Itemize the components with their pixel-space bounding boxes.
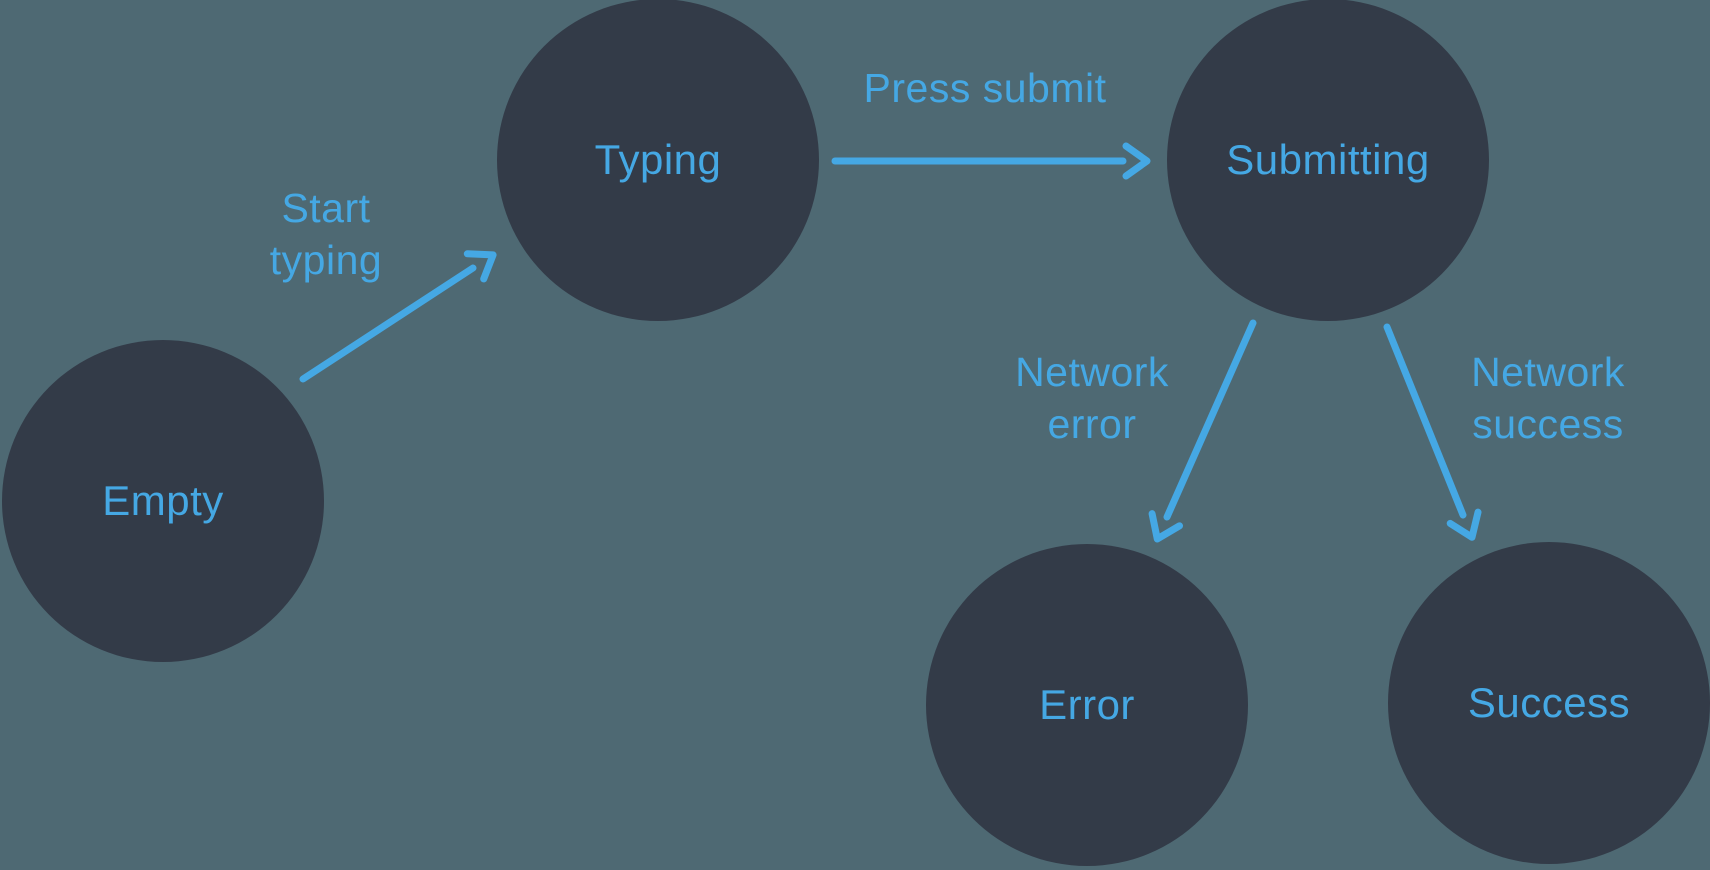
transition-label-line: Start bbox=[281, 185, 371, 231]
transition-arrow-start-typing bbox=[299, 250, 497, 383]
state-label-empty: Empty bbox=[102, 477, 224, 524]
transition-label-line: error bbox=[1047, 401, 1137, 447]
transition-label-line: success bbox=[1472, 401, 1624, 447]
state-node-typing: Typing bbox=[497, 0, 819, 321]
state-label-typing: Typing bbox=[594, 136, 722, 183]
transition-label-start-typing: Start typing bbox=[270, 182, 382, 286]
transition-label-network-error: Network error bbox=[1015, 346, 1169, 450]
transition-label-line: Network bbox=[1471, 349, 1625, 395]
state-label-success: Success bbox=[1467, 679, 1631, 726]
transition-arrow-network-success bbox=[1383, 323, 1482, 541]
state-node-error: Error bbox=[926, 544, 1248, 866]
state-node-empty: Empty bbox=[2, 340, 324, 662]
state-label-error: Error bbox=[1039, 681, 1135, 728]
transition-label-network-success: Network success bbox=[1471, 346, 1625, 450]
state-label-submitting: Submitting bbox=[1226, 136, 1430, 183]
state-node-success: Success bbox=[1388, 542, 1710, 864]
transition-label-line: Press submit bbox=[863, 65, 1107, 111]
transition-label-line: Network bbox=[1015, 349, 1169, 395]
transition-label-line: typing bbox=[269, 237, 383, 283]
state-node-submitting: Submitting bbox=[1167, 0, 1489, 321]
transition-label-press-submit: Press submit bbox=[864, 62, 1107, 114]
transition-arrow-network-error bbox=[1148, 319, 1257, 543]
